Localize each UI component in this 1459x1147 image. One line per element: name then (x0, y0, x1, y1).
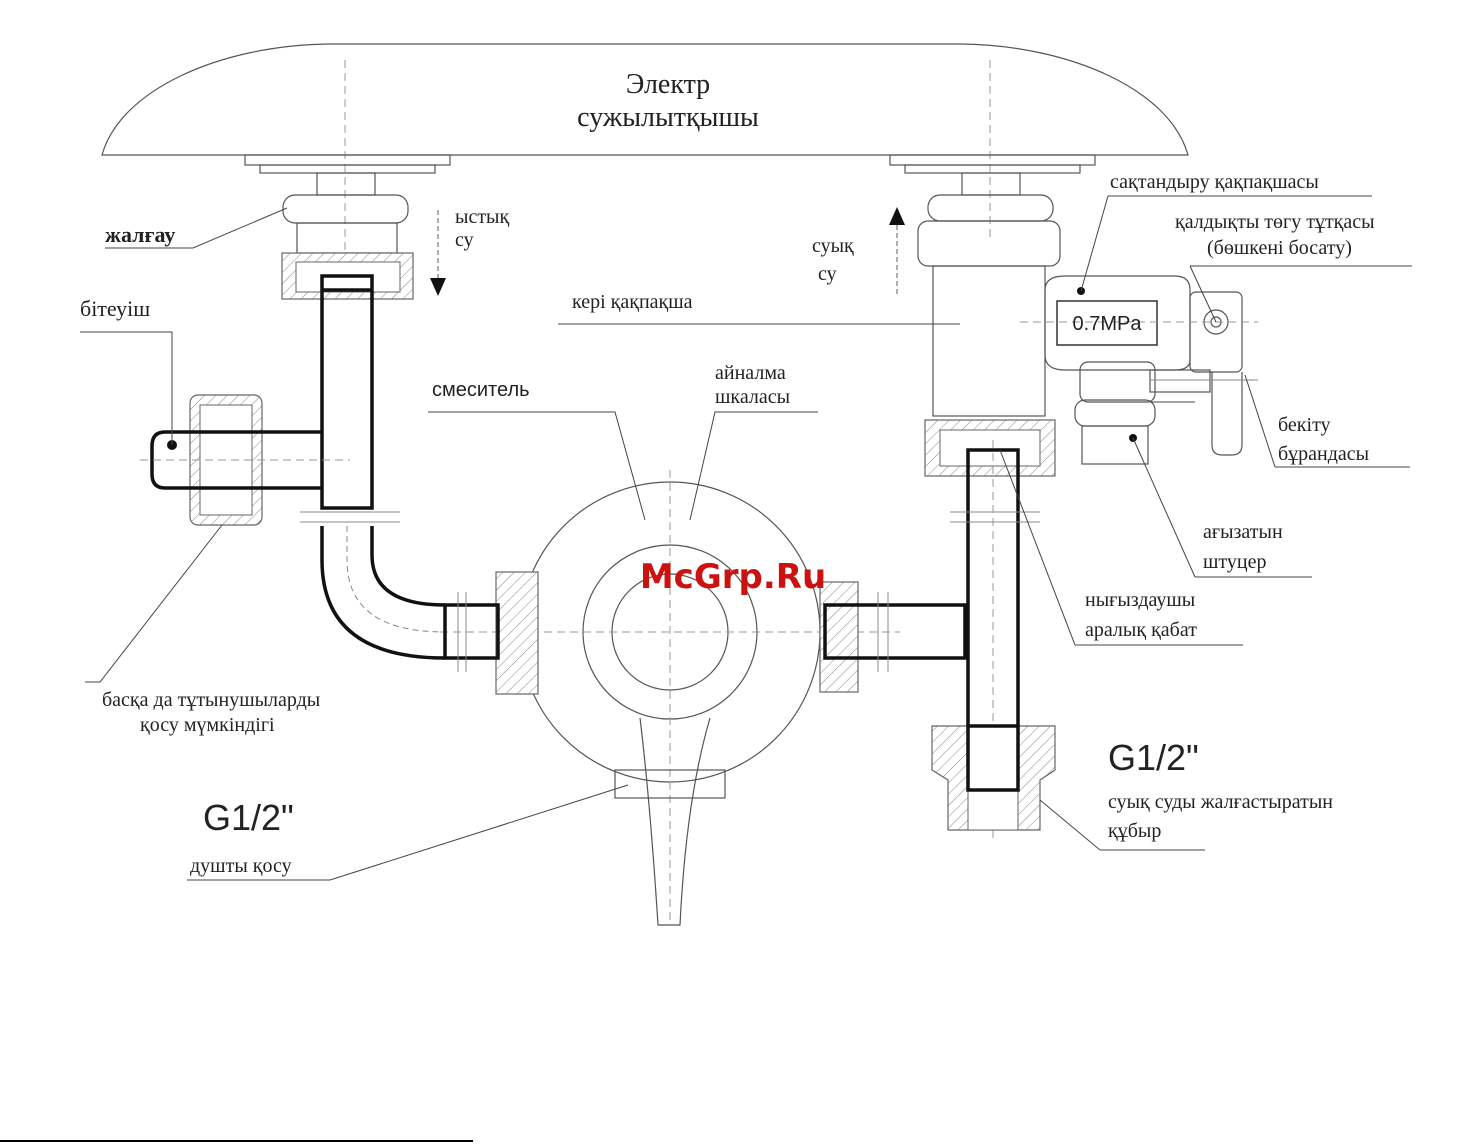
drain-fitting-label-line1: ағызатын (1203, 521, 1283, 543)
hot-pipe (300, 274, 446, 660)
other-consumers-label-line2: қосу мүмкіндігі (140, 714, 275, 736)
rotary-scale-label-line1: айналма (715, 362, 786, 384)
cold-pipe (931, 440, 1056, 840)
check-valve-label: кері қақпақша (572, 291, 693, 313)
cold-water-label-line2: су (818, 263, 837, 285)
other-consumers-label-line1: басқа да тұтынушыларды (102, 689, 320, 711)
drain-fitting-label-line2: штуцер (1203, 551, 1266, 573)
cold-pipe-label-line2: құбыр (1108, 820, 1161, 842)
arrow-down-icon (430, 210, 446, 296)
gasket-label-line1: нығыздаушы (1085, 589, 1195, 611)
safety-valve-body (1020, 275, 1258, 465)
watermark: McGrp.Ru (640, 557, 826, 597)
fixing-screw-label-line2: бұрандасы (1278, 443, 1369, 465)
shower-connection-label: душты қосу (190, 855, 292, 877)
hot-water-label-line2: су (455, 229, 474, 251)
fixing-screw-label-line1: бекіту (1278, 414, 1331, 436)
gasket-label-line2: аралық қабат (1085, 619, 1197, 641)
footnote-rule (0, 1140, 473, 1142)
heater-title-line1: Электр (626, 69, 710, 100)
coupling-label: жалғау (105, 222, 175, 247)
drain-handle-label-line2: (бөшкені босату) (1207, 237, 1352, 259)
plug-branch (140, 394, 350, 526)
hot-water-label-line1: ыстық (455, 206, 509, 228)
thread-size-cold: G1/2" (1108, 737, 1199, 778)
heater-title-line2: сужылытқышы (577, 102, 759, 133)
safety-valve-label: сақтандыру қақпақшасы (1110, 171, 1319, 193)
arrow-up-icon (889, 207, 905, 296)
cold-pipe-label-line1: суық суды жалғастыратын (1108, 791, 1333, 813)
plug-label: бітеуіш (80, 296, 150, 321)
mixer-body (440, 470, 967, 926)
leader-lines (80, 195, 1412, 881)
pressure-rating-label: 0.7MPa (1073, 313, 1143, 335)
mixer-label: смеситель (432, 379, 530, 401)
thread-size-shower: G1/2" (203, 797, 294, 838)
cold-water-inlet-fitting (889, 154, 1096, 477)
cold-water-label-line1: суық (812, 235, 854, 257)
drain-handle-label-line1: қалдықты төгу тұтқасы (1175, 211, 1375, 233)
rotary-scale-label-line2: шкаласы (715, 386, 790, 408)
